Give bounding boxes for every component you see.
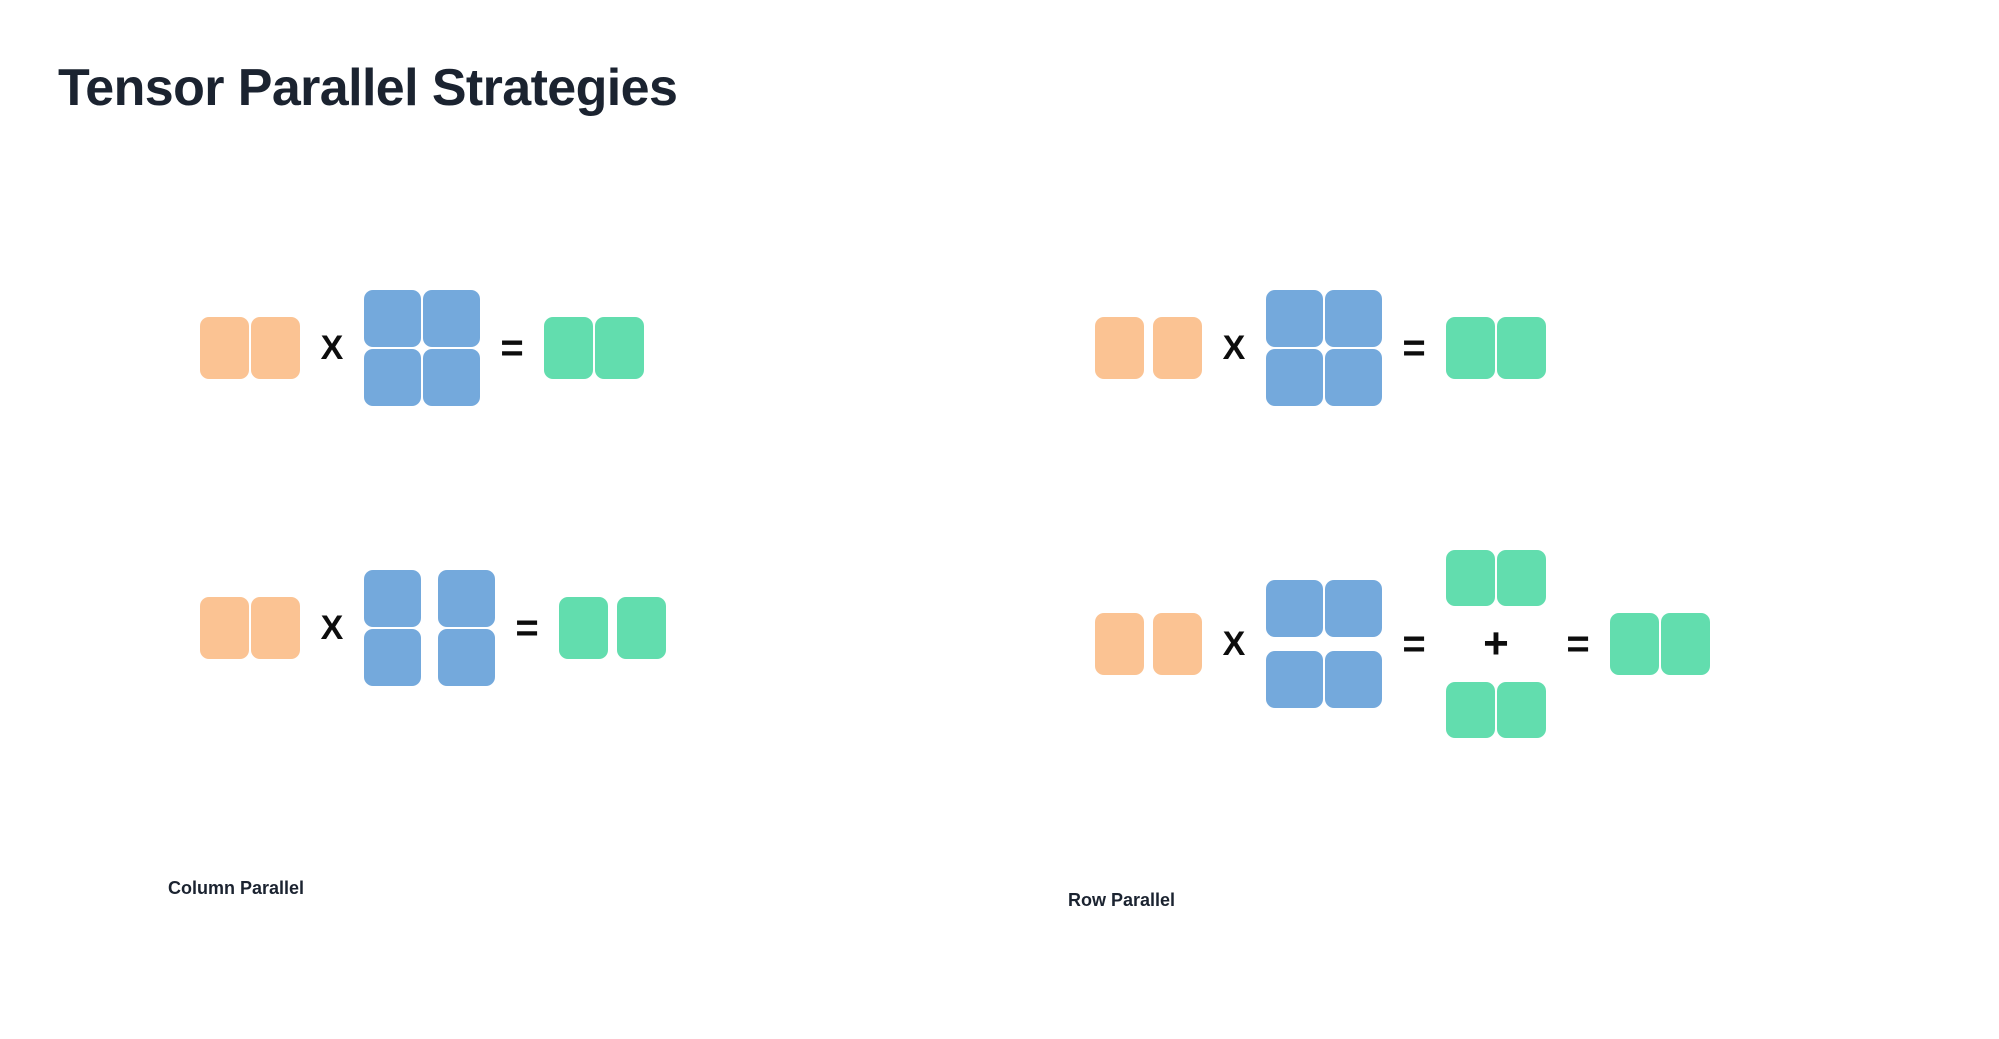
blue-cell xyxy=(1325,349,1382,406)
blue-cell xyxy=(438,570,495,627)
input-activation-orange-vector xyxy=(200,597,300,659)
partial-sums-group: + xyxy=(1446,550,1546,738)
green-cell xyxy=(595,317,644,379)
orange-cell xyxy=(200,317,249,379)
weight-row-shard xyxy=(1266,580,1382,637)
blue-cell xyxy=(1266,290,1323,347)
green-cell xyxy=(1610,613,1659,675)
blue-cell xyxy=(364,570,421,627)
blue-cell xyxy=(364,629,421,686)
weight-row xyxy=(364,290,480,347)
caption-column-parallel: Column Parallel xyxy=(168,878,305,898)
weight-row xyxy=(1266,290,1382,347)
green-cell xyxy=(1446,317,1495,379)
equation-row-parallel-unsharded: X = xyxy=(1095,290,1546,406)
orange-cell xyxy=(1095,613,1144,675)
panel-row-parallel: X = X xyxy=(1000,230,1999,930)
weight-row xyxy=(364,349,480,406)
output-activation-green-vector xyxy=(1446,317,1546,379)
weight-row xyxy=(1266,349,1382,406)
partial-sum-green-vector xyxy=(1446,682,1546,738)
multiply-operator: X xyxy=(320,329,344,367)
green-cell xyxy=(1446,550,1495,606)
equals-operator: = xyxy=(1566,622,1590,666)
green-cell xyxy=(1661,613,1710,675)
orange-cell xyxy=(1095,317,1144,379)
weight-matrix-blue-column-sharded xyxy=(364,570,495,686)
orange-cell xyxy=(251,597,300,659)
blue-cell xyxy=(1325,290,1382,347)
blue-cell xyxy=(1325,580,1382,637)
output-activation-green-vector xyxy=(544,317,644,379)
blue-cell xyxy=(364,290,421,347)
green-cell xyxy=(1497,682,1546,738)
input-activation-orange-vector-sharded xyxy=(1095,317,1202,379)
blue-cell xyxy=(364,349,421,406)
weight-column-shard xyxy=(438,570,495,686)
weight-row-shard xyxy=(1266,651,1382,708)
weight-matrix-blue-full xyxy=(1266,290,1382,406)
weight-matrix-blue-row-sharded xyxy=(1266,580,1382,708)
output-activation-green-vector-reduced xyxy=(1610,613,1710,675)
weight-column-shard xyxy=(364,570,421,686)
green-cell xyxy=(559,597,608,659)
input-activation-orange-vector-sharded xyxy=(1095,613,1202,675)
green-cell xyxy=(1497,317,1546,379)
blue-cell xyxy=(1266,580,1323,637)
multiply-operator: X xyxy=(1222,329,1246,367)
weight-matrix-blue-full xyxy=(364,290,480,406)
blue-cell xyxy=(1266,349,1323,406)
blue-cell xyxy=(438,629,495,686)
plus-operator: + xyxy=(1483,619,1509,668)
green-cell xyxy=(1497,550,1546,606)
partial-sum-green-vector xyxy=(1446,550,1546,606)
multiply-operator: X xyxy=(1222,625,1246,663)
blue-cell xyxy=(423,290,480,347)
orange-cell xyxy=(1153,613,1202,675)
equation-column-parallel-sharded: X = xyxy=(200,570,666,686)
orange-cell xyxy=(251,317,300,379)
multiply-operator: X xyxy=(320,609,344,647)
input-activation-orange-vector xyxy=(200,317,300,379)
equals-operator: = xyxy=(1402,326,1426,370)
equals-operator: = xyxy=(1402,622,1426,666)
equals-operator: = xyxy=(515,606,539,650)
green-cell xyxy=(1446,682,1495,738)
blue-cell xyxy=(1325,651,1382,708)
caption-row-parallel: Row Parallel xyxy=(1068,890,1176,910)
blue-cell xyxy=(1266,651,1323,708)
output-activation-green-vector-sharded xyxy=(559,597,666,659)
panel-column-parallel: X = X xyxy=(0,230,1000,930)
page-title: Tensor Parallel Strategies xyxy=(58,59,678,117)
equation-row-parallel-sharded: X = + xyxy=(1095,550,1710,738)
equation-column-parallel-unsharded: X = xyxy=(200,290,644,406)
orange-cell xyxy=(1153,317,1202,379)
equals-operator: = xyxy=(500,326,524,370)
green-cell xyxy=(544,317,593,379)
blue-cell xyxy=(423,349,480,406)
orange-cell xyxy=(200,597,249,659)
green-cell xyxy=(617,597,666,659)
